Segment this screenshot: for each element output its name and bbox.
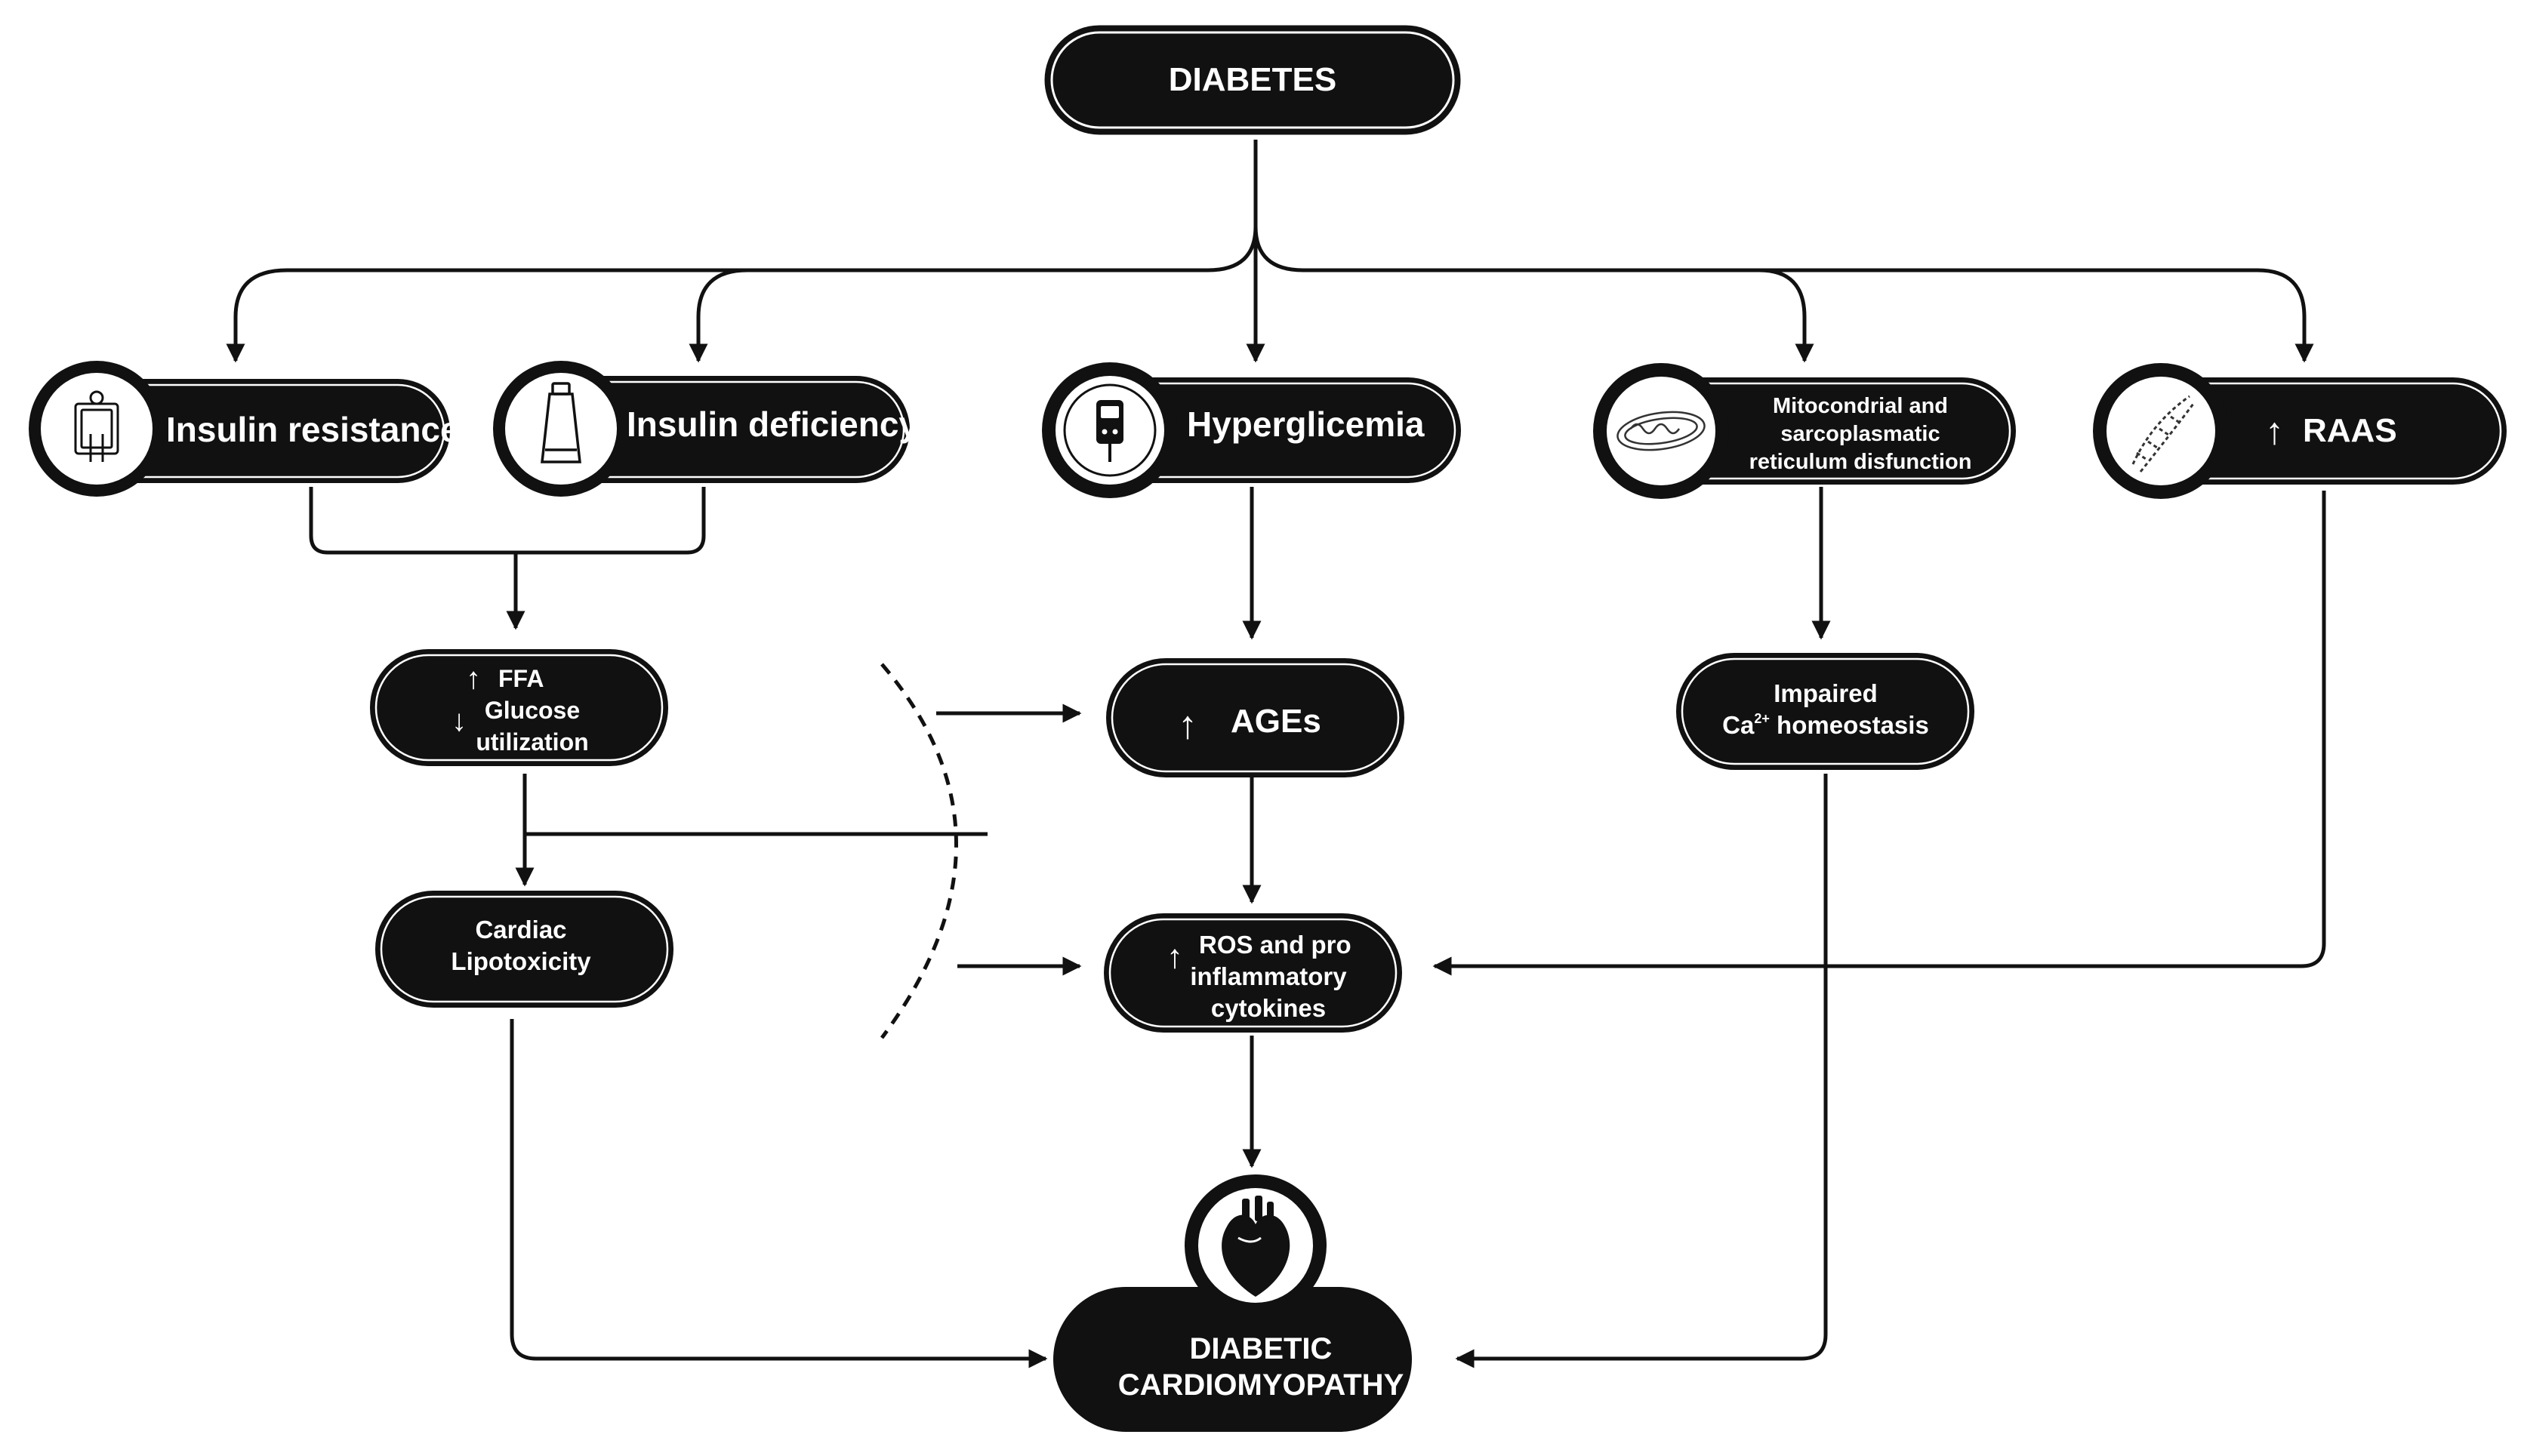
node-insulin-deficiency: Insulin deficiency xyxy=(493,361,918,497)
node-ages-label: AGEs xyxy=(1231,703,1321,740)
node-lipotoxicity-line1: Cardiac xyxy=(475,916,566,943)
node-ros-line2: inflammatory xyxy=(1190,962,1347,990)
node-cardiomyopathy-line1: DIABETIC xyxy=(1190,1332,1333,1365)
node-insulin-resistance-label: Insulin resistance xyxy=(166,410,460,449)
glucometer-icon xyxy=(1096,400,1123,462)
node-mitochondrial: Mitocondrial and sarcoplasmatic reticulu… xyxy=(1593,363,2016,499)
connector-lipotoxicity-cardiomyopathy xyxy=(510,1019,1048,1368)
node-ages-arrow: ↑ xyxy=(1178,703,1197,747)
node-calcium-line2: Ca2+ homeostasis xyxy=(1722,711,1929,739)
dashed-arc xyxy=(880,663,958,1039)
node-ffa-arrow-down: ↓ xyxy=(451,704,467,737)
connector-to-mitochondrial xyxy=(1253,226,1814,363)
node-diabetes-label: DIABETES xyxy=(1169,61,1336,98)
node-cardiomyopathy: DIABETIC CARDIOMYOPATHY xyxy=(1053,1174,1412,1432)
node-ffa-line2: Glucose xyxy=(485,697,580,724)
node-hyperglicemia-label: Hyperglicemia xyxy=(1187,405,1425,444)
connector-to-insulin-deficiency xyxy=(689,268,748,363)
connector-calcium-cardiomyopathy xyxy=(1455,774,1828,1368)
connector-to-raas xyxy=(1759,268,2314,363)
node-hyperglicemia: Hyperglicemia xyxy=(1042,362,1461,498)
mitochondria-icon xyxy=(1616,411,1706,451)
connector-to-insulin-resistance xyxy=(226,226,1258,363)
node-lipotoxicity-line2: Lipotoxicity xyxy=(451,947,591,975)
node-ffa-glucose: ↑ FFA ↓ Glucose utilization xyxy=(370,649,668,766)
node-mitochondrial-line1: Mitocondrial and xyxy=(1773,394,1948,418)
node-ffa-line3: utilization xyxy=(476,728,588,756)
node-ffa-line1: FFA xyxy=(498,665,544,692)
node-calcium-line1: Impaired xyxy=(1774,679,1878,707)
node-mitochondrial-line3: reticulum disfunction xyxy=(1749,450,1972,474)
node-raas-label: RAAS xyxy=(2303,412,2397,449)
insulin-tube-icon xyxy=(541,382,581,463)
node-insulin-deficiency-label: Insulin deficiency xyxy=(627,405,918,444)
node-raas-arrow: ↑ xyxy=(2265,410,2284,452)
dna-icon xyxy=(2131,395,2195,473)
connectors xyxy=(226,140,2326,1368)
heart-icon xyxy=(1222,1196,1290,1297)
patient-scan-icon xyxy=(74,390,119,462)
node-calcium: Impaired Ca2+ homeostasis xyxy=(1676,653,1974,770)
node-diabetes: DIABETES xyxy=(1044,25,1461,135)
node-cardiomyopathy-line2: CARDIOMYOPATHY xyxy=(1118,1368,1404,1402)
node-ros-arrow: ↑ xyxy=(1167,938,1183,975)
node-raas: ↑ RAAS xyxy=(2093,363,2507,499)
node-lipotoxicity: Cardiac Lipotoxicity xyxy=(375,891,673,1008)
node-insulin-resistance: Insulin resistance xyxy=(29,361,460,497)
node-ffa-arrow-up: ↑ xyxy=(466,662,481,695)
node-ros-line1: ROS and pro xyxy=(1199,931,1351,959)
node-mitochondrial-line2: sarcoplasmatic xyxy=(1780,422,1940,446)
node-ages: ↑ AGEs xyxy=(1106,658,1404,777)
node-ros-line3: cytokines xyxy=(1211,994,1326,1022)
connector-insulin-bracket xyxy=(309,487,706,555)
connector-raas-ros xyxy=(1432,491,2326,976)
node-ros: ↑ ROS and pro inflammatory cytokines xyxy=(1104,913,1402,1033)
